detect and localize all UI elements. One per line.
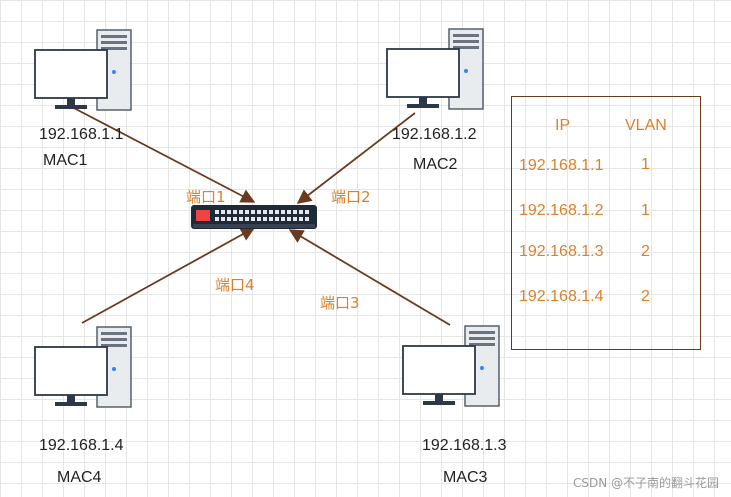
host4-ip: 192.168.1.4: [39, 437, 124, 454]
table-header-vlan: VLAN: [625, 117, 667, 134]
host3-ip: 192.168.1.3: [422, 437, 507, 454]
vlan-table: [511, 96, 701, 350]
link-host2: [296, 112, 416, 204]
port-label-4: 端口4: [215, 276, 255, 294]
port-label-2: 端口2: [331, 188, 371, 206]
table-row-ip: 192.168.1.3: [519, 243, 604, 260]
table-row-vlan: 1: [641, 156, 650, 173]
desktop-computer-icon: [34, 326, 132, 408]
network-switch-icon: [191, 205, 317, 229]
watermark: CSDN @不子南的翻斗花园: [572, 476, 719, 490]
host1-mac: MAC1: [43, 152, 88, 169]
host1-ip: 192.168.1.1: [39, 126, 124, 143]
desktop-computer-icon: [386, 28, 484, 110]
port-label-3: 端口3: [320, 294, 360, 312]
table-row-ip: 192.168.1.2: [519, 202, 604, 219]
desktop-computer-icon: [34, 29, 132, 111]
table-header-ip: IP: [555, 117, 571, 134]
table-row-ip: 192.168.1.1: [519, 157, 604, 174]
table-row-vlan: 1: [641, 202, 650, 219]
table-row-vlan: 2: [641, 243, 650, 260]
link-host3: [288, 229, 451, 326]
desktop-computer-icon: [402, 325, 500, 407]
host2-mac: MAC2: [413, 156, 458, 173]
port-label-1: 端口1: [186, 188, 226, 206]
table-row-ip: 192.168.1.4: [519, 288, 604, 305]
host2-ip: 192.168.1.2: [392, 126, 477, 143]
host3-mac: MAC3: [443, 469, 488, 486]
table-row-vlan: 2: [641, 288, 650, 305]
link-host1: [69, 105, 256, 203]
host4-mac: MAC4: [57, 469, 102, 486]
link-host4: [81, 227, 256, 324]
